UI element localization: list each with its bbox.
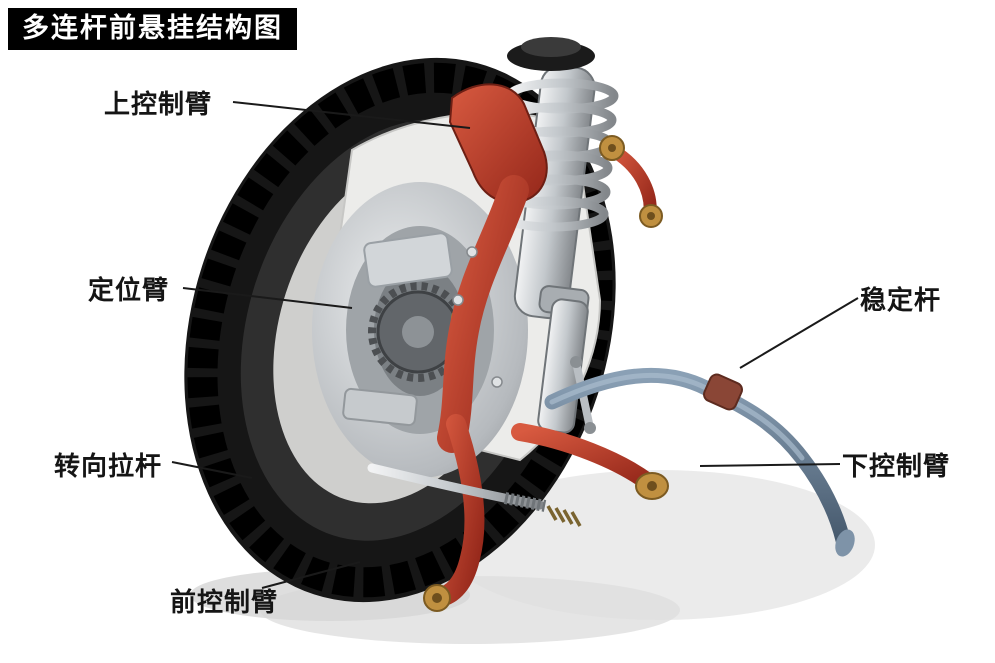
steering-tie-rod-part xyxy=(367,463,582,527)
label-steering-tie-rod: 转向拉杆 xyxy=(54,452,163,482)
tie-rod-spring xyxy=(546,505,582,527)
leader-stabilizer-bar xyxy=(739,297,859,369)
label-lower-control-arm: 下控制臂 xyxy=(842,452,951,482)
label-stabilizer-bar: 稳定杆 xyxy=(860,286,942,316)
stabilizer-bushing xyxy=(703,373,743,411)
leader-front-control-arm xyxy=(261,561,361,589)
bracket-lower xyxy=(342,387,418,427)
label-front-control-arm: 前控制臂 xyxy=(170,588,279,618)
leader-locating-arm xyxy=(182,287,353,309)
label-upper-control-arm: 上控制臂 xyxy=(104,90,213,120)
leader-steering-tie-rod xyxy=(171,461,253,479)
steering-knuckle-part xyxy=(437,175,529,453)
bracket-upper xyxy=(363,232,453,288)
leader-upper-control-arm xyxy=(232,101,471,129)
leader-lines xyxy=(171,101,859,589)
leader-lower-control-arm xyxy=(699,463,841,467)
upper-control-arm-part xyxy=(448,83,548,204)
diagram-title: 多连杆前悬挂结构图 xyxy=(8,8,297,51)
red-suspension-arms xyxy=(430,83,657,607)
lower-control-arm-part xyxy=(511,423,657,491)
label-locating-arm: 定位臂 xyxy=(88,276,170,306)
front-control-arm-part xyxy=(430,414,485,607)
ball-joint-bushings xyxy=(423,135,669,612)
stabilizer-bar-part xyxy=(544,367,855,557)
